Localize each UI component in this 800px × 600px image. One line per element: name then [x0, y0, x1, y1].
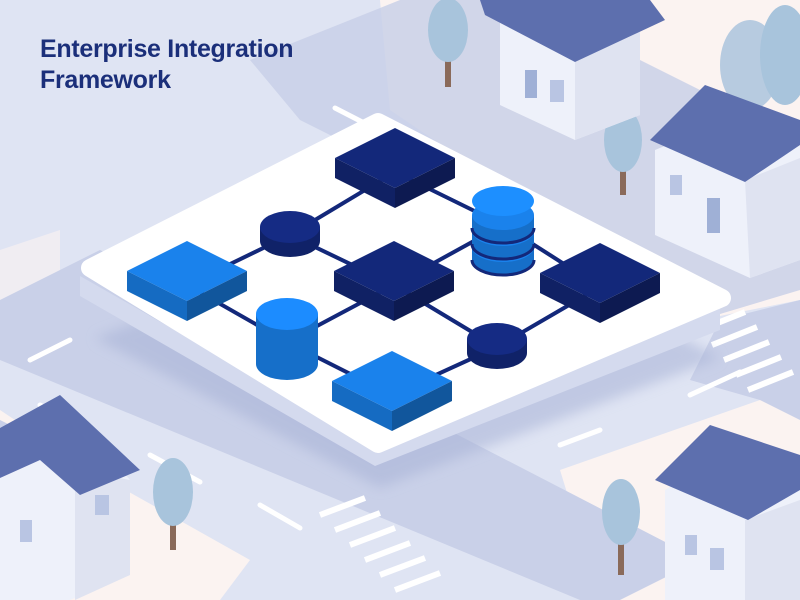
house-bottom-right [655, 425, 800, 600]
tree-bottom-right [602, 479, 640, 575]
node-block-left [127, 241, 247, 321]
tree-bottom-left [153, 458, 193, 550]
title-line-2: Framework [40, 66, 171, 94]
node-block-center [334, 241, 454, 321]
node-block-bottom [332, 351, 452, 431]
house-right [650, 85, 800, 278]
crosswalk-bottom [318, 495, 442, 593]
tree-top [428, 0, 468, 87]
house-top [480, 0, 665, 140]
crosswalk-right [698, 309, 795, 393]
node-block-right [540, 243, 660, 323]
node-hub-lower-right [467, 323, 527, 369]
bushes-top-right [720, 5, 800, 110]
house-bottom-left [0, 395, 140, 600]
node-hub-upper-left [260, 211, 320, 257]
platform-side [80, 276, 720, 466]
page-title: Enterprise Integration Framework [40, 34, 293, 96]
diagram-nodes [127, 128, 660, 431]
title-line-1: Enterprise Integration [40, 35, 294, 63]
node-cylinder-left [256, 298, 318, 380]
node-database-stack [470, 186, 536, 277]
node-block-top [335, 128, 455, 208]
